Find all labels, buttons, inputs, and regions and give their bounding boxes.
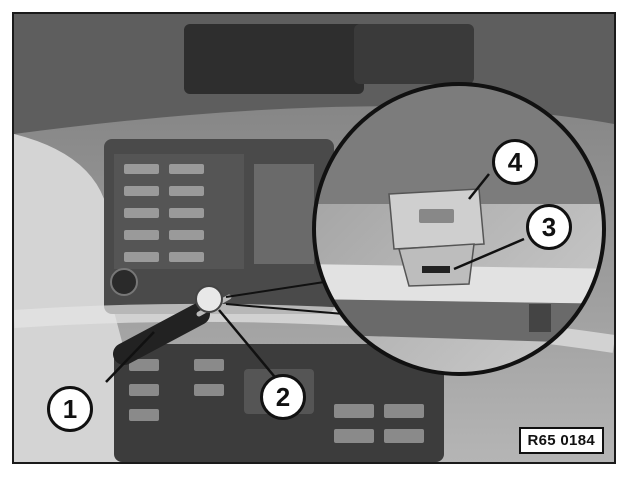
display-screen (184, 24, 364, 94)
retaining-clip-slot (422, 266, 450, 273)
callout-2: 2 (260, 374, 306, 420)
callout-4: 4 (492, 139, 538, 185)
fastener-screw (195, 285, 223, 313)
figure-reference-code: R65 0184 (518, 427, 604, 454)
radio-unit (104, 139, 334, 314)
photo-figure: 1 2 3 4 R65 0184 (12, 12, 616, 464)
retaining-clip (388, 188, 485, 287)
callout-1: 1 (47, 386, 93, 432)
vent-outlet (354, 24, 474, 84)
callout-3: 3 (526, 204, 572, 250)
volume-knob (110, 268, 138, 296)
dashboard-photo (14, 14, 614, 462)
